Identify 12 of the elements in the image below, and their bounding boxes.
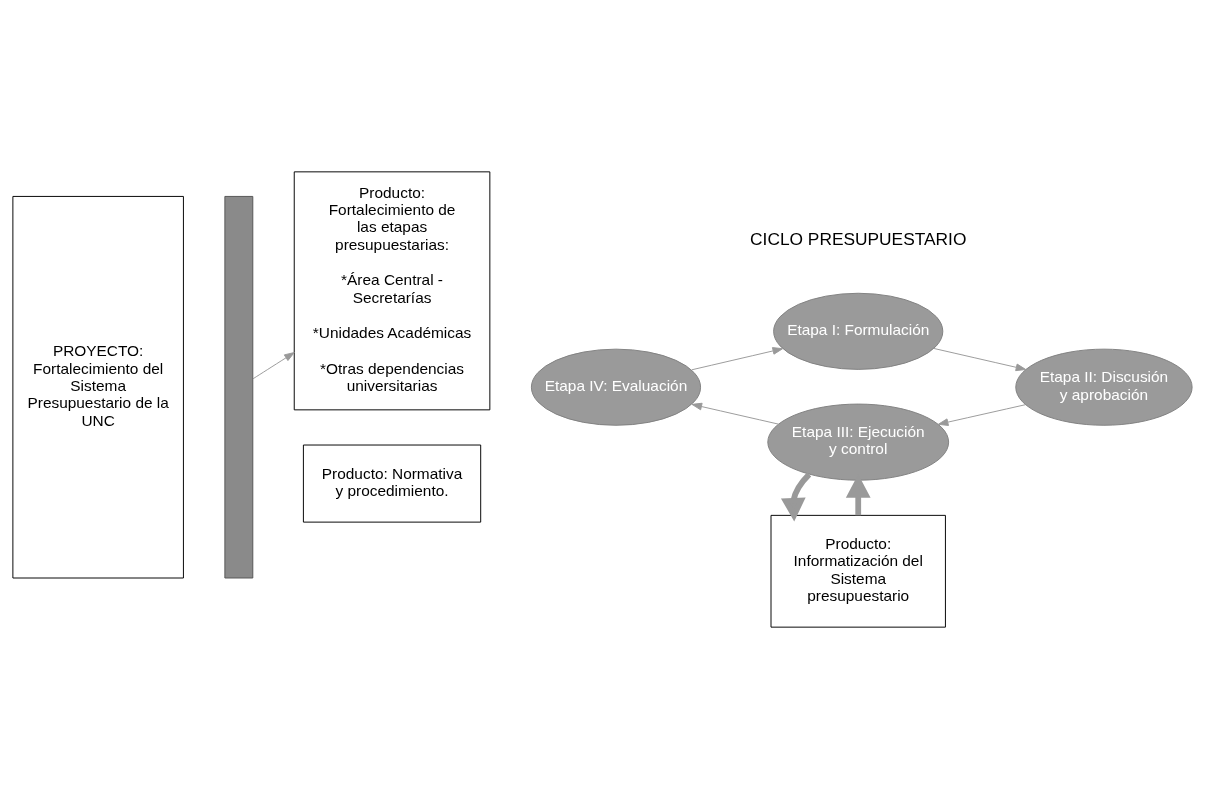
arrow [691, 402, 779, 425]
node-bar [224, 195, 254, 579]
arrow [933, 348, 1027, 372]
node-box: Producto: Fortalecimiento de las etapas presupuestarias: *Área Central - Secretarías *Unidades Académicas *Otras dependencias universitarias [293, 171, 491, 411]
node-box: PROYECTO: Fortalecimiento del Sistema Presupuestario de la UNC [12, 195, 184, 579]
node-box: Producto: Informatización del Sistema presupuestario [770, 514, 946, 628]
node-box: Producto: Normativa y procedimiento. [302, 444, 482, 523]
arrow [252, 352, 295, 380]
label: CICLO PRESUPUESTARIO [750, 228, 967, 249]
arrow [780, 472, 812, 522]
arrow [937, 404, 1026, 426]
arrow [691, 347, 784, 371]
